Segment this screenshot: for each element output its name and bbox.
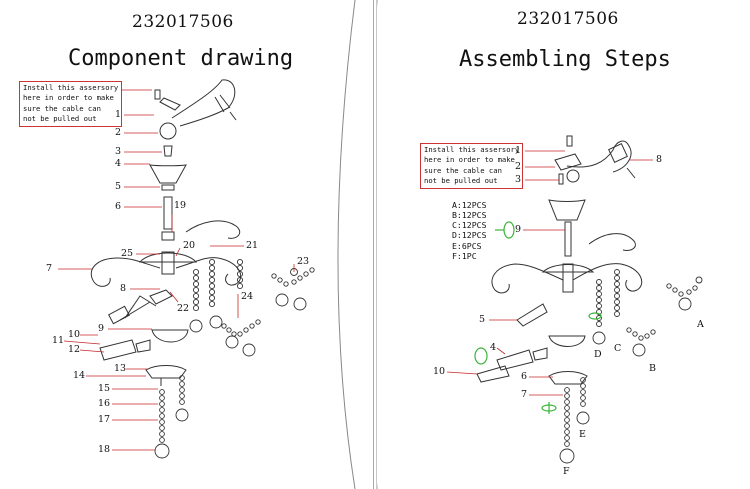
letter-label-B: B	[649, 363, 656, 374]
panel-divider-left	[373, 0, 374, 489]
part-label-14: 14	[73, 370, 86, 381]
step-label-9: 9	[515, 224, 522, 235]
part-label-9: 9	[98, 323, 105, 334]
component-drawing-panel: 232017506 Component drawing Install this…	[0, 0, 373, 489]
part-label-5: 5	[115, 181, 122, 192]
step-label-2: 2	[515, 161, 522, 172]
part-label-15: 15	[98, 383, 111, 394]
letter-label-A: A	[697, 319, 704, 330]
part-label-12: 12	[68, 344, 81, 355]
letter-label-E: E	[579, 429, 586, 440]
step-label-1: 1	[515, 145, 522, 156]
part-label-24: 24	[241, 291, 254, 302]
panel-divider-right	[376, 0, 377, 489]
part-label-1: 1	[115, 109, 122, 120]
step-label-8: 8	[656, 154, 663, 165]
step-label-6: 6	[521, 371, 528, 382]
parts-list-A: A:12PCS	[452, 200, 487, 210]
step-label-10: 10	[433, 366, 446, 377]
part-label-7: 7	[46, 263, 53, 274]
letter-label-F: F	[563, 466, 570, 477]
parts-list-B: B:12PCS	[452, 210, 487, 220]
part-label-20: 20	[183, 240, 196, 251]
part-label-16: 16	[98, 398, 111, 409]
part-label-25: 25	[121, 248, 134, 259]
component-drawing-illustration	[58, 0, 356, 489]
component-drawing-title: Component drawing	[68, 46, 294, 71]
part-label-2: 2	[115, 127, 122, 138]
part-label-10: 10	[68, 329, 81, 340]
step-label-5: 5	[479, 314, 486, 325]
parts-list-E: E:6PCS	[452, 241, 482, 251]
letter-label-C: C	[614, 343, 622, 354]
part-label-13: 13	[114, 363, 127, 374]
product-code: 232017506	[132, 12, 234, 32]
part-label-21: 21	[246, 240, 259, 251]
part-label-19: 19	[174, 200, 187, 211]
assembling-steps-panel: 232017506 Assembling Steps Install this …	[377, 0, 750, 489]
part-label-23: 23	[297, 256, 310, 267]
part-label-18: 18	[98, 444, 111, 455]
part-label-22: 22	[177, 303, 190, 314]
part-label-8: 8	[120, 283, 127, 294]
part-label-11: 11	[52, 335, 65, 346]
product-code: 232017506	[517, 9, 619, 29]
assembling-steps-title: Assembling Steps	[459, 47, 671, 72]
parts-list-C: C:12PCS	[452, 220, 487, 230]
install-note: Install this assersory here in order to …	[19, 81, 123, 127]
part-label-4: 4	[115, 158, 122, 169]
letter-label-D: D	[594, 349, 602, 360]
part-label-3: 3	[115, 146, 122, 157]
assembling-steps-illustration	[377, 0, 703, 489]
install-note: Install this assersory here in order to …	[420, 143, 524, 189]
parts-list-D: D:12PCS	[452, 230, 487, 240]
step-label-7: 7	[521, 389, 528, 400]
part-label-6: 6	[115, 201, 122, 212]
part-label-17: 17	[98, 414, 111, 425]
parts-list-F: F:1PC	[452, 251, 477, 261]
step-label-4: 4	[490, 342, 497, 353]
step-label-3: 3	[515, 174, 522, 185]
